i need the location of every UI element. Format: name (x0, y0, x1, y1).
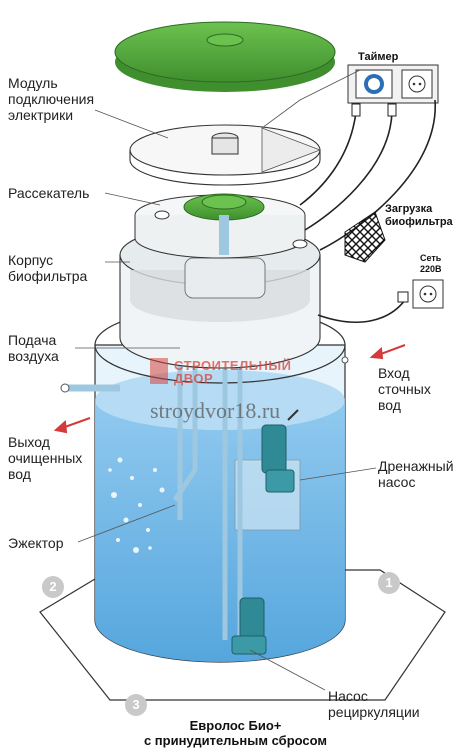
timer-socket-box (347, 64, 439, 104)
label-ejector: Эжектор (8, 535, 64, 551)
top-lid (114, 21, 336, 92)
leader-lines (75, 69, 377, 691)
label-distributor: Рассекатель (8, 185, 90, 201)
marker-3: 3 (125, 694, 147, 716)
label-electric-module: Модуль подключения электрики (8, 75, 95, 123)
label-recirc-pump: Насос рециркуляции (328, 688, 420, 720)
watermark-logo (150, 358, 168, 384)
mains-socket (412, 279, 444, 309)
distributor (134, 193, 308, 259)
pipes (172, 345, 243, 640)
marker-2: 2 (42, 576, 64, 598)
electric-module (129, 124, 322, 186)
biofilter-mesh (344, 211, 386, 263)
air-bubbles (108, 457, 165, 553)
label-biofilter-load: Загрузка биофильтра (385, 203, 453, 228)
label-air-supply: Подача воздуха (8, 332, 59, 364)
label-drain-pump: Дренажный насос (378, 458, 454, 490)
label-inlet: Вход сточных вод (378, 365, 431, 413)
watermark-url: stroydvor18.ru (150, 398, 281, 423)
marker-1: 1 (378, 572, 400, 594)
drain-pump (261, 409, 299, 493)
label-timer: Таймер (358, 51, 399, 63)
plugs (351, 103, 409, 303)
caption-line1: Евролос Био+ (189, 718, 282, 733)
label-outlet: Выход очищенных вод (8, 434, 83, 482)
cables (299, 99, 436, 323)
flow-arrows (53, 344, 406, 434)
recirc-pump (231, 597, 267, 655)
watermark-brand: СТРОИТЕЛЬНЫЙ ДВОР (174, 358, 292, 386)
caption-line2: с принудительным сбросом (143, 733, 328, 748)
label-biofilter-body: Корпус биофильтра (8, 252, 88, 284)
label-mains: Сеть 220В (420, 253, 442, 274)
